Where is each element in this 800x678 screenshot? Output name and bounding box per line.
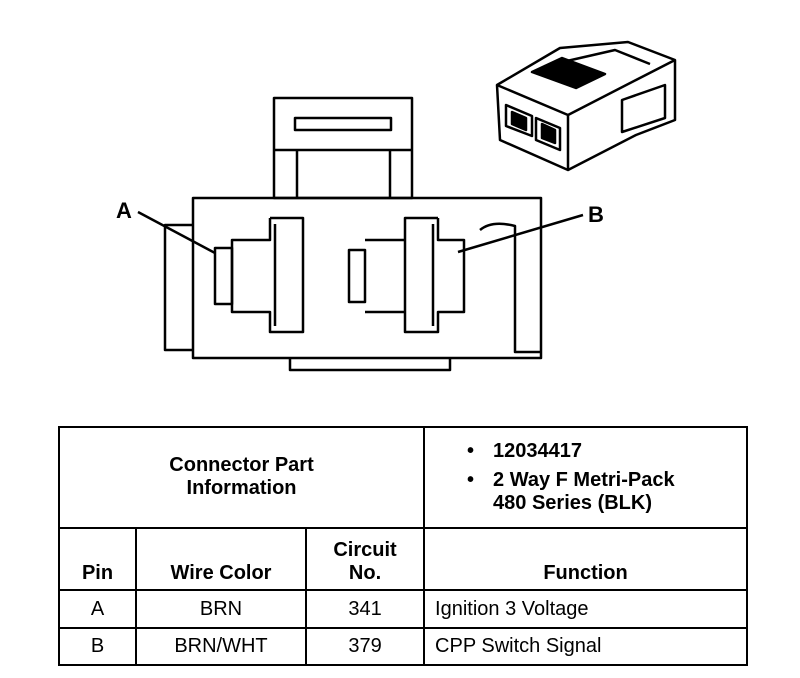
row-b-wire-color: BRN/WHT bbox=[135, 626, 307, 667]
pin-b-label: B bbox=[588, 202, 604, 227]
header-circuit-line2: No. bbox=[348, 562, 382, 585]
header-function: Function bbox=[423, 526, 749, 592]
bullet: • bbox=[467, 439, 475, 462]
part-number: 12034417 bbox=[493, 439, 583, 462]
bullet: • bbox=[467, 468, 475, 491]
connector-face-view bbox=[137, 40, 677, 372]
latch-tab bbox=[272, 96, 414, 200]
connector-info-table: Connector Part Information • 12034417 • … bbox=[57, 426, 749, 667]
connector-diagram: A B bbox=[116, 40, 677, 372]
header-circuit: Circuit No. bbox=[304, 526, 426, 592]
description-item: • 2 Way F Metri-Pack 480 Series (BLK) bbox=[467, 469, 746, 515]
table-row: B BRN/WHT 379 CPP Switch Signal bbox=[58, 626, 749, 667]
part-info-value-cell: • 12034417 • 2 Way F Metri-Pack 480 Seri… bbox=[423, 426, 749, 529]
header-row: Pin Wire Color Circuit No. Function bbox=[58, 526, 749, 592]
header-wire-color: Wire Color bbox=[135, 526, 307, 592]
row-a-wire-color: BRN bbox=[135, 589, 307, 629]
connector-body bbox=[163, 196, 543, 372]
row-b-pin: B bbox=[58, 626, 137, 667]
header-circuit-line1: Circuit bbox=[333, 539, 397, 562]
part-info-label-line2: Information bbox=[186, 477, 297, 500]
pin-a-leader-line bbox=[137, 210, 216, 255]
part-info-label-cell: Connector Part Information bbox=[57, 426, 426, 529]
row-b-function: CPP Switch Signal bbox=[423, 626, 749, 667]
row-a-pin: A bbox=[58, 589, 137, 629]
part-info-row: Connector Part Information • 12034417 • … bbox=[57, 426, 749, 529]
row-b-circuit: 379 bbox=[304, 626, 426, 667]
part-number-item: • 12034417 bbox=[467, 440, 746, 463]
description-line2: 480 Series (BLK) bbox=[493, 491, 652, 514]
pin-a-label: A bbox=[116, 198, 132, 223]
table-row: A BRN 341 Ignition 3 Voltage bbox=[58, 589, 749, 629]
header-pin: Pin bbox=[58, 526, 137, 592]
connector-isometric-view bbox=[495, 40, 677, 172]
description-line1: 2 Way F Metri-Pack bbox=[493, 468, 675, 491]
row-a-circuit: 341 bbox=[304, 589, 426, 629]
pin-b-leader-line bbox=[457, 213, 584, 254]
cavity-b bbox=[347, 216, 466, 334]
cavity-a bbox=[213, 216, 305, 334]
part-info-label-line1: Connector Part bbox=[169, 454, 314, 477]
row-a-function: Ignition 3 Voltage bbox=[423, 589, 749, 629]
